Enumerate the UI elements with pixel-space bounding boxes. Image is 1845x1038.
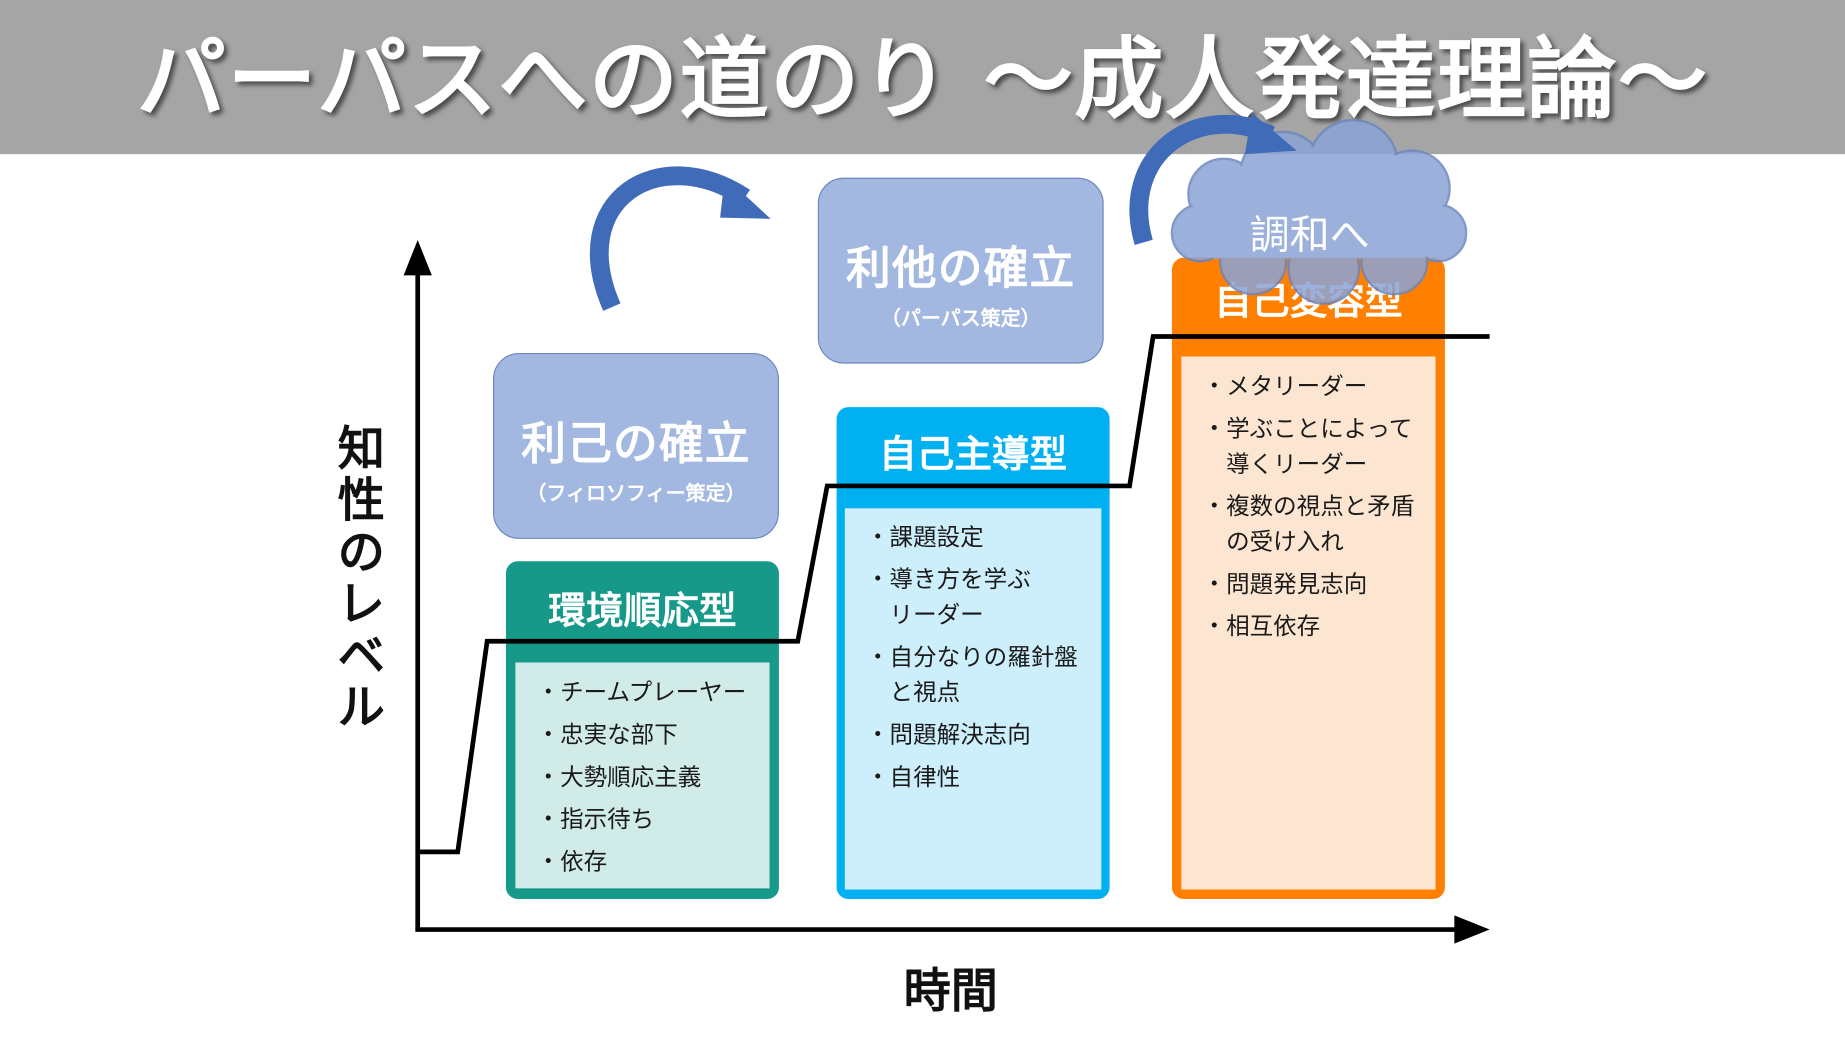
- list-item: ・忠実な部下: [536, 720, 678, 749]
- x-axis-arrowhead: [1454, 915, 1490, 944]
- y-axis-label: 知性のレベル: [335, 424, 387, 735]
- goal-subtitle: （パーパス策定）: [880, 307, 1041, 331]
- list-item: ・指示待ち: [536, 804, 655, 834]
- goal-box-altruism: 利他の確立 （パーパス策定）: [817, 177, 1104, 364]
- level-step-line: [420, 334, 1490, 855]
- list-item: ・課題設定: [866, 522, 984, 551]
- y-axis-label-text: 知性のレベル: [337, 422, 385, 736]
- stage-body-conformist: ・チームプレーヤー ・忠実な部下 ・大勢順応主義 ・指示待ち ・依存: [515, 662, 770, 889]
- y-axis-arrowhead: [403, 240, 432, 276]
- list-item: ・相互依存: [1202, 611, 1321, 641]
- title-banner: [0, 0, 1845, 155]
- list-item: ・学ぶことによって 導くリーダー: [1202, 414, 1413, 478]
- list-item: ・依存: [536, 847, 608, 876]
- goal-subtitle: （フィロソフィー策定）: [526, 482, 746, 506]
- curved-arrow-1-head: [720, 176, 771, 219]
- goal-title-harmony: 調和へ: [1249, 211, 1370, 259]
- list-item: ・自分なりの羅針盤 と視点: [866, 642, 1078, 706]
- curved-arrow-1: [590, 166, 750, 311]
- x-axis-label: 時間: [903, 964, 998, 1019]
- curved-arrow-2-head: [1244, 112, 1297, 155]
- page-title: パーパスへの道のり ～成人発達理論～: [136, 27, 1709, 132]
- stage-body-self-authoring: ・課題設定 ・導き方を学ぶ リーダー ・自分なりの羅針盤 と視点 ・問題解決志向…: [844, 508, 1102, 890]
- list-item: ・複数の視点と矛盾 の受け入れ: [1202, 491, 1415, 556]
- stage-name-self-authoring: 自己主導型: [878, 431, 1068, 477]
- list-item: ・問題解決志向: [866, 720, 1031, 749]
- list-item: ・導き方を学ぶ リーダー: [866, 564, 1031, 629]
- stage-body-self-transforming: ・メタリーダー ・学ぶことによって 導くリーダー ・複数の視点と矛盾 の受け入れ…: [1181, 356, 1436, 890]
- list-item: ・自律性: [866, 762, 961, 791]
- stage-box-conformist: 環境順応型 ・チームプレーヤー ・忠実な部下 ・大勢順応主義 ・指示待ち ・依存: [505, 561, 779, 899]
- curved-arrow-2: [1129, 114, 1275, 245]
- goal-title: 利己の確立: [521, 417, 751, 470]
- list-item: ・問題発見志向: [1202, 569, 1368, 598]
- list-item: ・大勢順応主義: [536, 762, 702, 791]
- list-item: ・メタリーダー: [1202, 371, 1368, 401]
- stage-box-self-authoring: 自己主導型 ・課題設定 ・導き方を学ぶ リーダー ・自分なりの羅針盤 と視点 ・…: [836, 407, 1110, 899]
- cloud-shape: [1170, 118, 1468, 305]
- goal-title: 利他の確立: [845, 242, 1076, 295]
- stage-name-conformist: 環境順応型: [548, 588, 737, 634]
- stage-box-self-transforming: 自己変容型 ・メタリーダー ・学ぶことによって 導くリーダー ・複数の視点と矛盾…: [1171, 257, 1445, 899]
- list-item: ・チームプレーヤー: [536, 677, 747, 706]
- goal-box-self-interest: 利己の確立 （フィロソフィー策定）: [493, 352, 779, 539]
